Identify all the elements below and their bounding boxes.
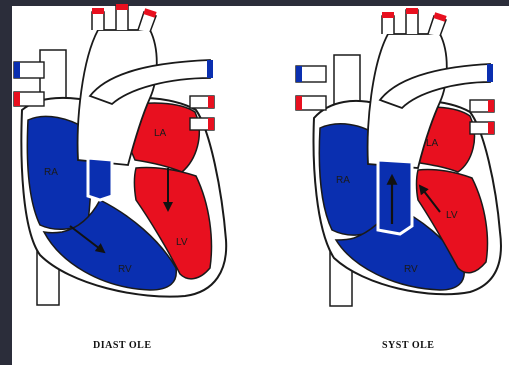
label-la: LA bbox=[426, 138, 439, 149]
label-la: LA bbox=[154, 128, 167, 139]
pulmonary-artery-tip bbox=[207, 60, 213, 78]
pulmonary-vein-tip bbox=[208, 118, 214, 130]
pulmonary-artery-tip bbox=[487, 64, 493, 82]
systole-caption: SYST OLE bbox=[382, 340, 434, 351]
outflow-tract bbox=[378, 160, 412, 234]
diastole-caption: DIAST OLE bbox=[93, 340, 152, 351]
vein-stub-tip bbox=[14, 92, 20, 106]
aortic-branch-tip bbox=[92, 8, 104, 14]
vein-stub-tip bbox=[14, 62, 20, 78]
aortic-branch-tip bbox=[116, 4, 128, 10]
systole-heart: RA LA RV LV bbox=[296, 8, 501, 306]
label-ra: RA bbox=[336, 175, 350, 186]
label-rv: RV bbox=[118, 264, 132, 275]
aortic-branch bbox=[382, 16, 394, 34]
pulmonary-vein-tip bbox=[208, 96, 214, 108]
pulmonary-vein-tip bbox=[488, 100, 494, 112]
aortic-branch bbox=[92, 12, 104, 30]
label-lv: LV bbox=[446, 210, 458, 221]
vein-stub-tip bbox=[296, 96, 302, 110]
label-lv: LV bbox=[176, 237, 188, 248]
pulmonary-vein-tip bbox=[488, 122, 494, 134]
label-ra: RA bbox=[44, 167, 58, 178]
diastole-heart: RA LA RV LV bbox=[14, 4, 226, 305]
vein-stub-tip bbox=[296, 66, 302, 82]
label-rv: RV bbox=[404, 264, 418, 275]
aortic-branch-tip bbox=[382, 12, 394, 18]
pulmonary-valve bbox=[88, 158, 112, 200]
aortic-branch-tip bbox=[406, 8, 418, 14]
